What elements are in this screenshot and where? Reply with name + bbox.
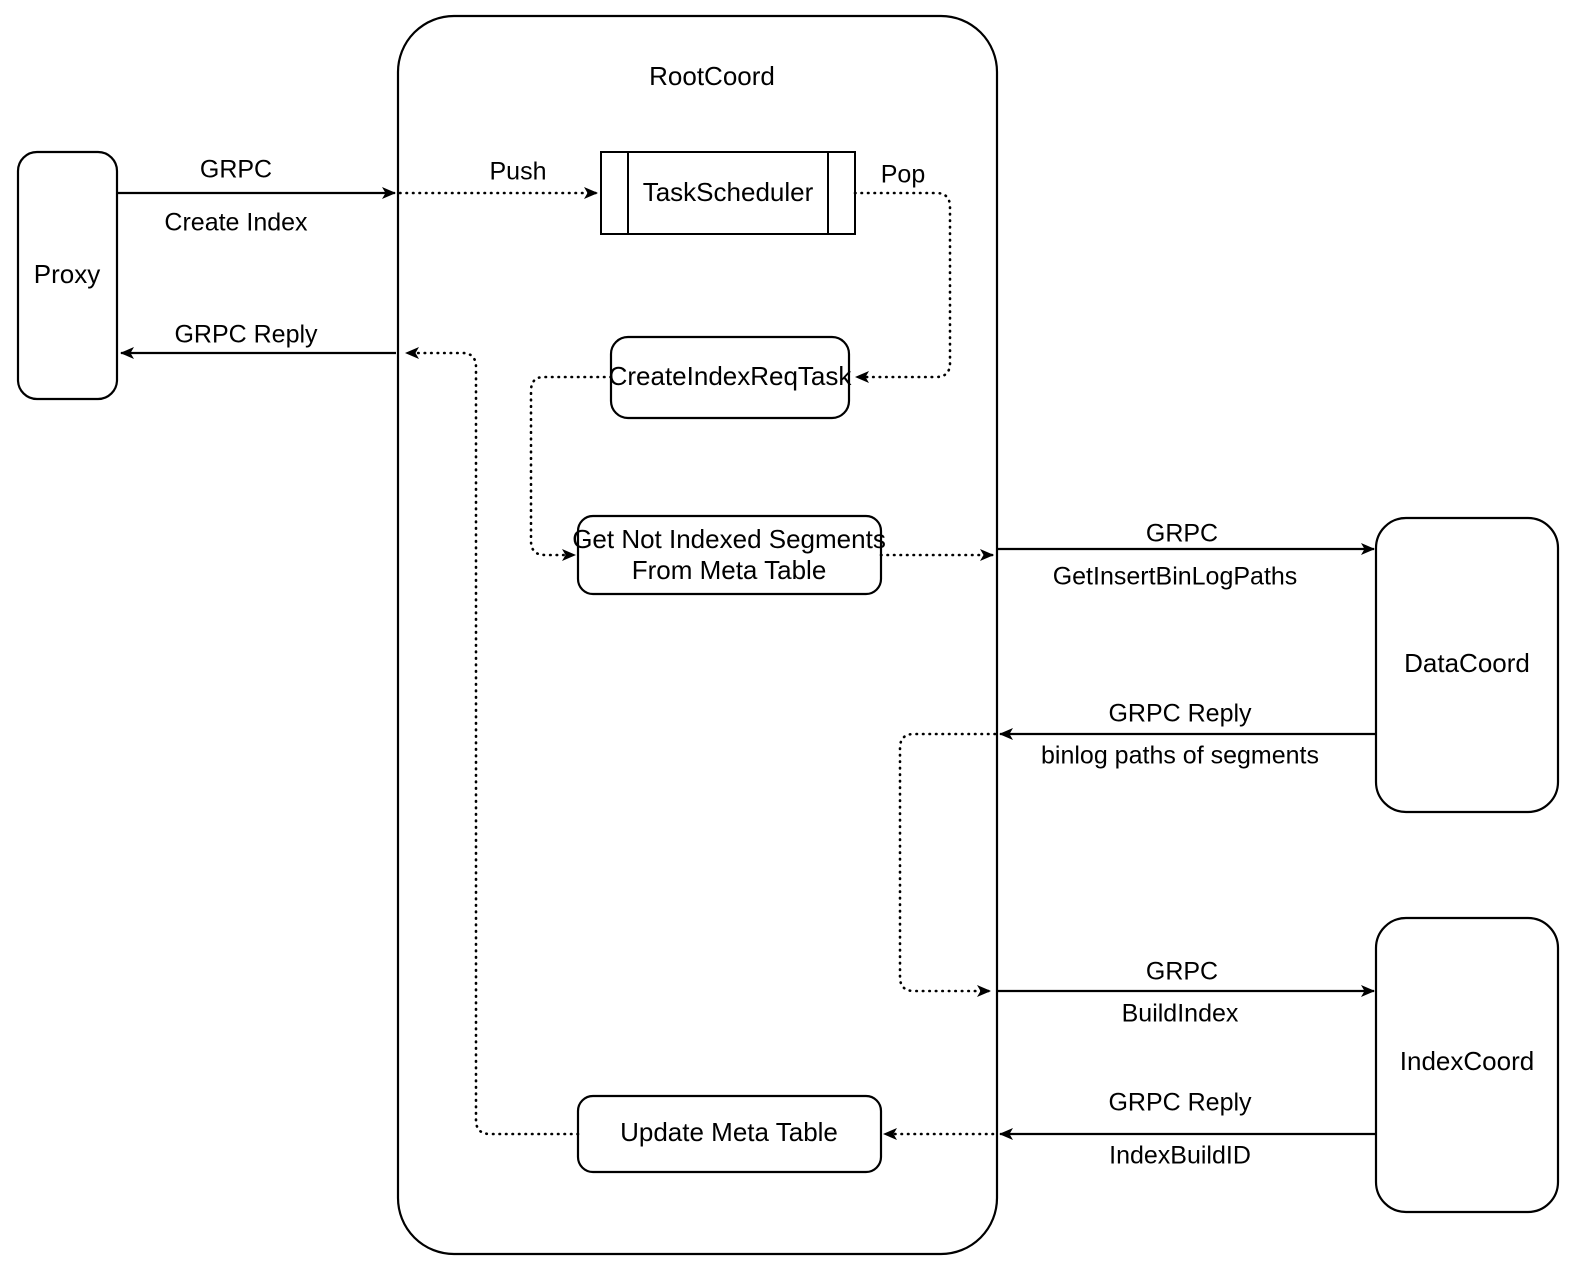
edge-pop-line [853, 191, 952, 383]
node-indexcoord[interactable]: IndexCoord [1374, 916, 1560, 1214]
edge-label-grpc-getinsertbinlogpaths-below: GetInsertBinLogPaths [1053, 563, 1298, 591]
edge-proxy-to-rootcoord: GRPC Create Index [117, 156, 396, 237]
edge-rootcoord-to-datacoord: GRPC GetInsertBinLogPaths [997, 520, 1375, 591]
edge-label-pop: Pop [881, 161, 925, 189]
edge-label-indexbuildid-below: IndexBuildID [1109, 1142, 1251, 1170]
datacoord-box[interactable] [1374, 516, 1560, 814]
node-proxy[interactable]: Proxy [16, 150, 119, 401]
edge-label-grpc-buildindex-above: GRPC [1146, 958, 1218, 986]
edge-label-grpc-reply-proxy: GRPC Reply [174, 321, 318, 349]
node-task-scheduler[interactable]: TaskScheduler [600, 151, 856, 235]
edge-label-grpc-reply-indexbuild-above: GRPC Reply [1108, 1089, 1252, 1117]
indexcoord-label: IndexCoord [1400, 1046, 1534, 1076]
edge-updatemeta-to-reply-route [404, 347, 580, 1136]
rootcoord-boundary [396, 14, 999, 1256]
proxy-box[interactable] [16, 150, 119, 401]
task-scheduler-label: TaskScheduler [643, 177, 814, 207]
edge-createindexreqtask-to-getnotindexed [529, 375, 613, 561]
container-rootcoord: RootCoord [396, 14, 999, 1256]
datacoord-label: DataCoord [1404, 648, 1530, 678]
edge-label-binlog-paths-below: binlog paths of segments [1041, 742, 1319, 770]
node-get-not-indexed-segments[interactable]: Get Not Indexed Segments From Meta Table [572, 514, 886, 596]
edge-label-push: Push [490, 158, 547, 186]
edge-label-grpc-create-index-above: GRPC [200, 156, 272, 184]
edge-createindexreqtask-to-getnotindexed-line [529, 375, 613, 561]
proxy-label: Proxy [34, 259, 100, 289]
edge-label-grpc-create-index-below: Create Index [164, 209, 308, 237]
node-create-index-req-task[interactable]: CreateIndexReqTask [609, 335, 853, 420]
edge-label-grpc-reply-binlog-above: GRPC Reply [1108, 700, 1252, 728]
edge-label-buildindex-below: BuildIndex [1122, 1000, 1239, 1028]
rootcoord-title: RootCoord [649, 61, 775, 91]
create-index-req-task-label: CreateIndexReqTask [609, 361, 853, 391]
node-datacoord[interactable]: DataCoord [1374, 516, 1560, 814]
edge-pop-to-create-index-req-task: Pop [853, 161, 952, 383]
update-meta-table-label: Update Meta Table [620, 1117, 838, 1147]
edge-datacoord-reply: GRPC Reply binlog paths of segments [999, 700, 1376, 770]
indexcoord-box[interactable] [1374, 916, 1560, 1214]
get-not-indexed-segments-label-line1: Get Not Indexed Segments [572, 524, 886, 554]
edge-updatemeta-to-reply-line [404, 347, 580, 1136]
edge-label-grpc-getinsertbinlogpaths-above: GRPC [1146, 520, 1218, 548]
edge-indexcoord-reply: GRPC Reply IndexBuildID [999, 1089, 1376, 1170]
edge-push-to-taskscheduler: Push [398, 158, 599, 199]
edge-rootcoord-to-proxy-reply: GRPC Reply [120, 321, 396, 359]
get-not-indexed-segments-label-line2: From Meta Table [632, 555, 827, 585]
edge-rootcoord-to-indexcoord: GRPC BuildIndex [997, 958, 1375, 1028]
node-update-meta-table[interactable]: Update Meta Table [576, 1094, 883, 1174]
